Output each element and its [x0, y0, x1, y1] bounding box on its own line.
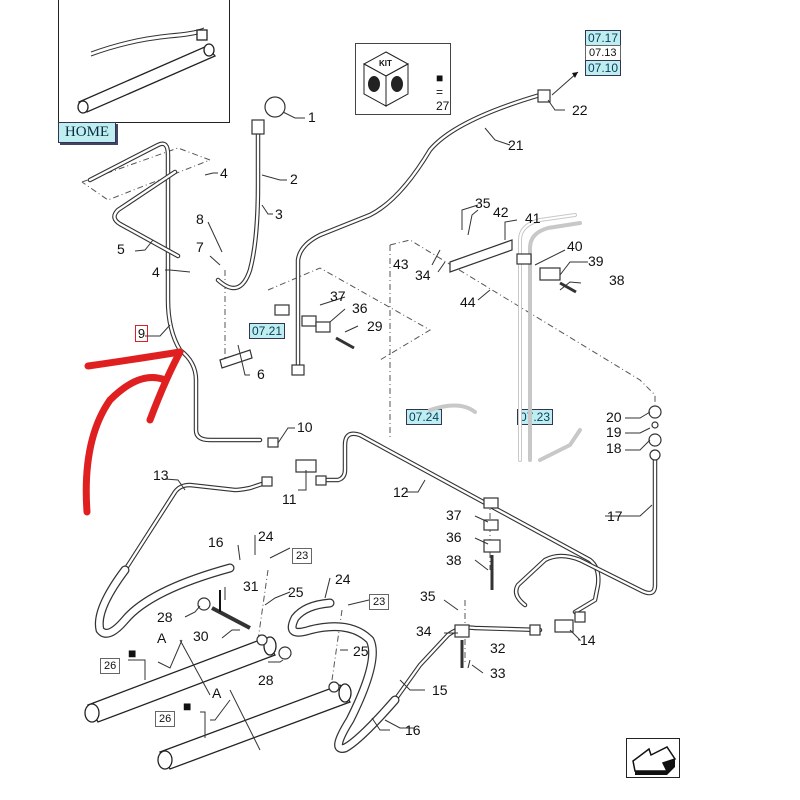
callout-34-upper: 34	[415, 267, 431, 283]
hose-3	[215, 96, 286, 291]
callout-35-lower: 35	[420, 588, 436, 604]
ref-box-26-lower[interactable]: 26	[155, 711, 176, 727]
page-ref-07-23[interactable]: 07.23	[517, 409, 554, 425]
callout-41: 41	[525, 210, 541, 226]
kit-marker-upper: ■	[128, 645, 136, 661]
highlight-arrow	[82, 348, 184, 516]
brackets	[219, 239, 577, 668]
tee-fitting-14	[529, 611, 586, 636]
section-mark-a-lower: A	[212, 685, 222, 701]
callout-14: 14	[580, 632, 596, 648]
pipe-9	[87, 141, 263, 443]
kit-legend: KIT ■ = 27	[355, 43, 451, 115]
callout-19: 19	[606, 424, 622, 440]
callout-37-upper: 37	[330, 288, 346, 304]
callout-12: 12	[393, 484, 409, 500]
callout-15: 15	[432, 682, 448, 698]
back-arrow-icon	[632, 746, 677, 775]
callout-24-lower: 24	[335, 571, 351, 587]
page-ref-07-10[interactable]: 07.10	[585, 60, 622, 76]
part-9-hotspot[interactable]: 9	[135, 325, 148, 342]
callout-35-upper: 35	[475, 195, 491, 211]
page-ref-07-17[interactable]: 07.17	[585, 30, 622, 46]
callout-6: 6	[257, 366, 265, 382]
callout-7: 7	[196, 239, 204, 255]
ref-box-26-upper[interactable]: 26	[100, 658, 121, 674]
kit-label: KIT	[379, 59, 392, 68]
home-button[interactable]: HOME	[58, 122, 116, 143]
callout-32: 32	[490, 640, 506, 656]
kit-marker-lower: ■	[183, 698, 191, 714]
callout-17: 17	[607, 508, 623, 524]
pipe-5	[112, 169, 181, 259]
callout-20: 20	[606, 409, 622, 425]
ref-box-23-lower[interactable]: 23	[369, 594, 390, 610]
callout-3: 3	[275, 206, 283, 222]
callout-16-upper: 16	[208, 534, 224, 550]
callout-33: 33	[490, 665, 506, 681]
pipe-13	[94, 479, 271, 638]
callout-28-upper: 28	[157, 609, 173, 625]
callout-5: 5	[117, 241, 125, 257]
callout-4-lower: 4	[152, 264, 160, 280]
cylinder-upper	[84, 590, 292, 723]
kit-count: = 27	[436, 85, 450, 113]
callout-40: 40	[567, 238, 583, 254]
back-button[interactable]	[626, 738, 680, 778]
callout-39: 39	[588, 253, 604, 269]
callout-8: 8	[196, 211, 204, 227]
callout-18: 18	[606, 440, 622, 456]
callout-25-lower: 25	[353, 643, 369, 659]
callout-36-upper: 36	[352, 300, 368, 316]
callout-4-upper: 4	[220, 165, 228, 181]
callout-29: 29	[367, 318, 383, 334]
thumbnail-preview[interactable]	[58, 0, 230, 123]
section-mark-a-upper: A	[157, 630, 167, 646]
callout-24-upper: 24	[258, 528, 274, 544]
pipe-15	[287, 598, 543, 753]
ghost-cab-frame	[428, 213, 582, 462]
kit-quantity: ■ = 27	[436, 71, 450, 113]
tee-fitting-11	[261, 437, 327, 487]
leader-lines	[128, 99, 653, 751]
callout-42: 42	[493, 204, 509, 220]
callout-43: 43	[393, 256, 409, 272]
callout-10: 10	[297, 419, 313, 435]
cylinder-thumbnail-icon	[77, 27, 217, 114]
callout-16-lower: 16	[405, 722, 421, 738]
callout-36-lower: 36	[446, 529, 462, 545]
pipe-21	[291, 71, 579, 376]
callout-25-upper: 25	[288, 584, 304, 600]
callout-13: 13	[153, 467, 169, 483]
pipe-17	[513, 405, 662, 608]
callout-30: 30	[193, 628, 209, 644]
callout-21: 21	[508, 137, 524, 153]
cylinder-lower	[157, 681, 352, 770]
ref-box-23-upper[interactable]: 23	[292, 548, 313, 564]
page-ref-07-24[interactable]: 07.24	[406, 409, 443, 425]
callout-34-lower: 34	[416, 623, 432, 639]
callout-44: 44	[460, 294, 476, 310]
page-ref-07-21[interactable]: 07.21	[249, 323, 286, 339]
callout-22: 22	[572, 102, 588, 118]
kit-marker-icon: ■	[436, 71, 444, 85]
callout-38-lower: 38	[446, 552, 462, 568]
pipe-12	[322, 431, 601, 615]
page-ref-07-13: 07.13	[585, 45, 621, 61]
callout-38-upper: 38	[609, 272, 625, 288]
callout-11: 11	[282, 491, 297, 507]
callout-37-lower: 37	[446, 507, 462, 523]
callout-31: 31	[243, 578, 259, 594]
callout-2: 2	[290, 171, 298, 187]
callout-28-lower: 28	[258, 672, 274, 688]
callout-1: 1	[308, 109, 316, 125]
